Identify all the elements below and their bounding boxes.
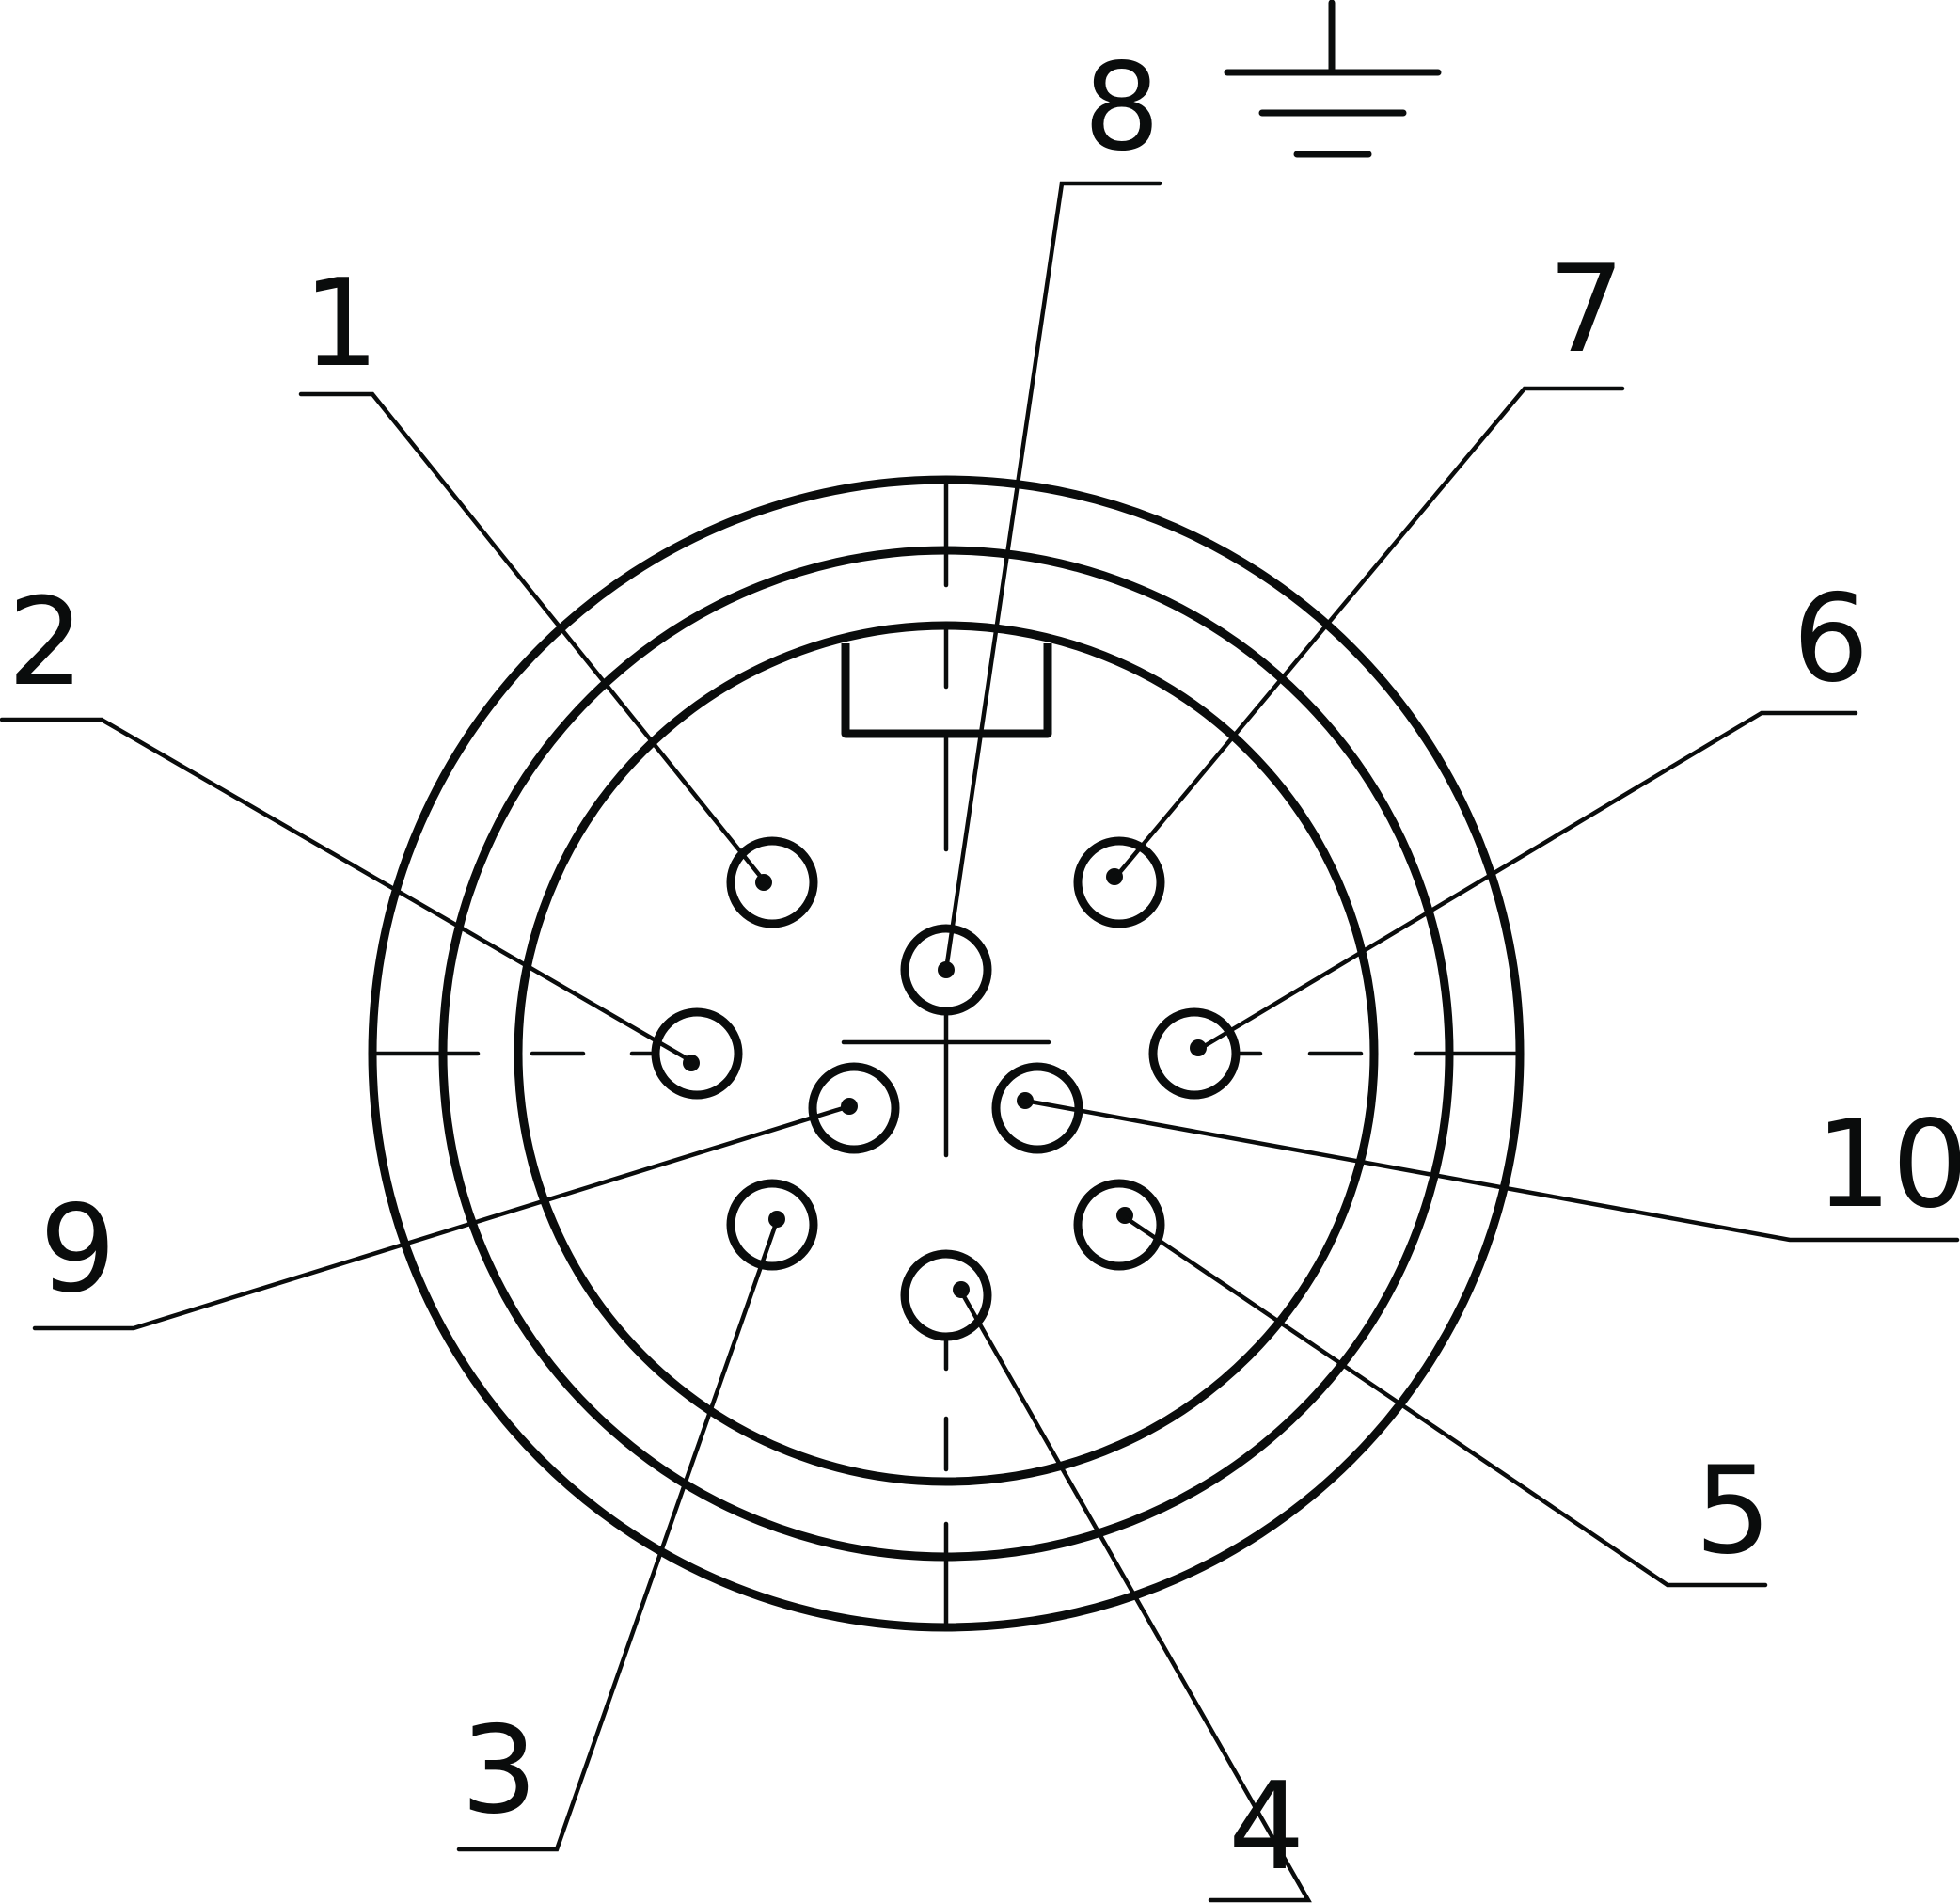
label-8: 8	[1083, 38, 1160, 178]
leader-6	[1195, 710, 1858, 1053]
pin-2	[651, 1007, 743, 1100]
leader-2	[0, 717, 694, 1064]
label-2: 2	[8, 573, 84, 713]
label-5: 5	[1695, 1441, 1771, 1581]
ground-icon	[1224, 0, 1442, 158]
center-lines	[373, 479, 1519, 1632]
pin-4	[900, 1249, 992, 1341]
leader-lines	[0, 181, 1960, 1903]
label-7: 7	[1548, 240, 1624, 380]
label-6: 6	[1793, 569, 1869, 709]
pins	[651, 836, 1241, 1341]
label-1: 1	[303, 254, 379, 394]
leader-1	[298, 391, 767, 883]
label-3: 3	[461, 1701, 537, 1841]
pin-7	[1073, 836, 1165, 928]
key-notch	[841, 643, 1052, 738]
label-9: 9	[40, 1180, 116, 1320]
pin-3	[726, 1179, 818, 1271]
pin-labels: 1 2 3 4 5 6 7 8 9 10	[8, 38, 1960, 1897]
leader-8	[943, 181, 1162, 973]
leader-9	[32, 1103, 852, 1331]
pin-9	[808, 1062, 900, 1154]
pin-5	[1073, 1179, 1165, 1271]
leader-3	[456, 1218, 780, 1852]
leader-4	[958, 1289, 1312, 1903]
leader-7	[1112, 386, 1625, 881]
leader-5	[1122, 1214, 1768, 1588]
leader-10	[1022, 1098, 1960, 1243]
label-4: 4	[1228, 1757, 1304, 1897]
pin-6	[1148, 1007, 1241, 1100]
label-10: 10	[1815, 1095, 1960, 1235]
